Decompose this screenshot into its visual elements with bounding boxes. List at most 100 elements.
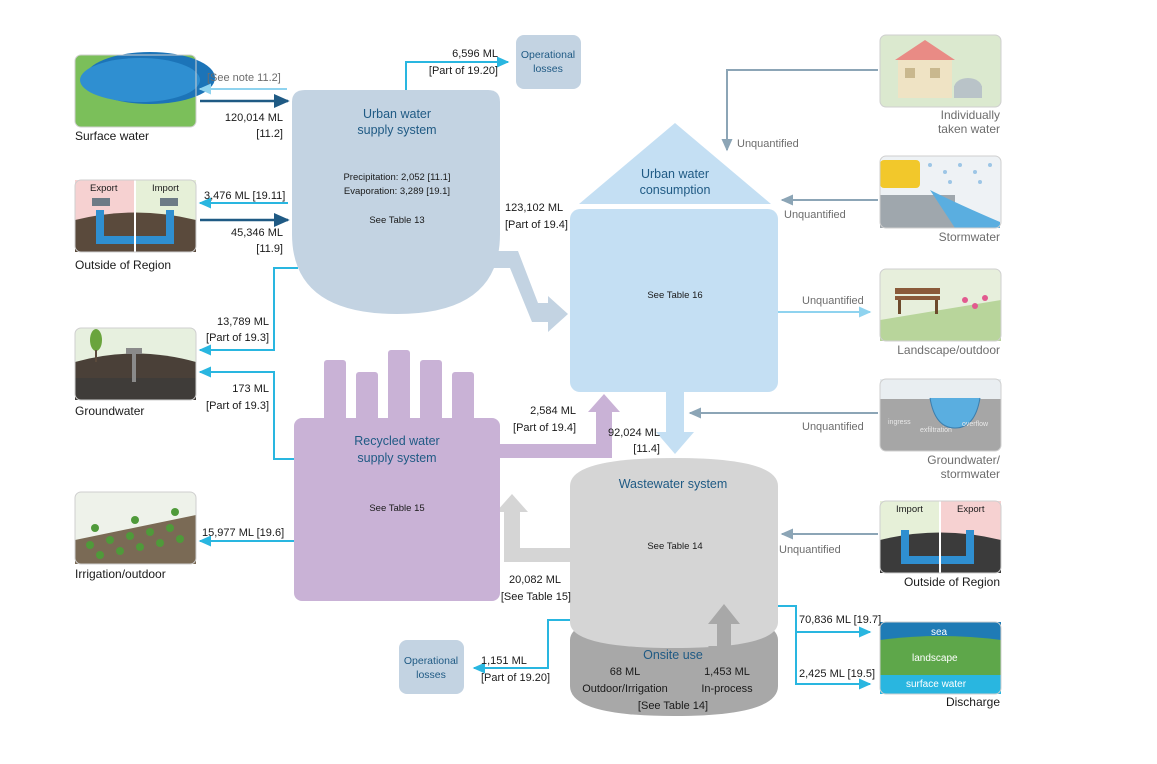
urban-supply-see: See Table 13 bbox=[369, 215, 424, 226]
recycled-to-consumption-arrow bbox=[500, 394, 620, 458]
urban-supply-precip: Precipitation: 2,052 [11.1] bbox=[343, 172, 450, 183]
surface-water-small-label: surface water bbox=[906, 679, 967, 690]
onsite-v2: 1,453 ML bbox=[704, 666, 750, 678]
consumption-to-wastewater-label-2: [11.4] bbox=[633, 443, 660, 455]
outside-region-right-caption: Outside of Region bbox=[904, 575, 1000, 589]
wastewater-to-recycled-label-2: [See Table 15] bbox=[501, 591, 571, 603]
wastewater-see: See Table 14 bbox=[647, 541, 702, 552]
op-losses-top-label-1: 6,596 ML bbox=[452, 48, 498, 60]
landscape-small-label: landscape bbox=[912, 653, 958, 664]
urban-supply-title-2: supply system bbox=[357, 123, 436, 137]
unquantified-label-5: Unquantified bbox=[779, 544, 841, 556]
irrigation-icon bbox=[74, 491, 197, 565]
discharge-sea-label: 70,836 ML [19.7] bbox=[799, 614, 881, 626]
op-losses-top-arrow bbox=[405, 56, 510, 92]
discharge-icon bbox=[879, 621, 1002, 695]
discharge-sea-arrow bbox=[774, 605, 872, 638]
consumption-title-1: Urban water bbox=[641, 167, 709, 181]
groundwater-stormwater-caption-1: Groundwater/ bbox=[927, 453, 1000, 467]
groundwater-caption: Groundwater bbox=[75, 404, 144, 418]
consumption-to-wastewater-arrow bbox=[656, 392, 694, 454]
op-losses-bottom-label-1: 1,151 ML bbox=[481, 655, 527, 667]
sea-label: sea bbox=[931, 627, 948, 638]
supply-to-consumption-label-2: [Part of 19.4] bbox=[505, 219, 568, 231]
wastewater-to-recycled-label-1: 20,082 ML bbox=[509, 574, 561, 586]
groundwater-out-arrow-1 bbox=[198, 267, 298, 356]
groundwater-out-2-label-1: 173 ML bbox=[232, 383, 269, 395]
unquantified-label-2: Unquantified bbox=[784, 209, 846, 221]
recycled-shape bbox=[294, 350, 500, 601]
discharge-caption: Discharge bbox=[946, 695, 1000, 709]
groundwater-stormwater-icon bbox=[879, 378, 1002, 452]
import-in-label-2: [11.9] bbox=[256, 243, 283, 255]
export-label-right: Export bbox=[957, 504, 985, 515]
overflow-label: overflow bbox=[962, 421, 989, 428]
urban-supply-title-1: Urban water bbox=[363, 107, 431, 121]
export-out-label: 3,476 ML [19.11] bbox=[204, 190, 285, 202]
consumption-to-wastewater-label-1: 92,024 ML bbox=[608, 427, 660, 439]
exfiltration-label: exfiltration bbox=[920, 427, 952, 434]
op-losses-top-line1: Operational bbox=[521, 49, 575, 61]
recycled-title-1: Recycled water bbox=[354, 434, 439, 448]
unquantified-label-3: Unquantified bbox=[802, 295, 864, 307]
individually-taken-caption-1: Individually bbox=[941, 108, 1000, 122]
onsite-double-arrow bbox=[708, 604, 740, 666]
op-losses-bottom-arrow bbox=[472, 619, 572, 674]
irrigation-out-label: 15,977 ML [19.6] bbox=[202, 527, 284, 539]
onsite-see: [See Table 14] bbox=[638, 700, 708, 712]
wastewater-title: Wastewater system bbox=[619, 477, 728, 491]
onsite-title: Onsite use bbox=[643, 648, 703, 662]
discharge-surface-label: 2,425 ML [19.5] bbox=[799, 668, 875, 680]
outside-region-right-icon bbox=[879, 500, 1002, 574]
irrigation-caption: Irrigation/outdoor bbox=[75, 567, 166, 581]
recycled-see: See Table 15 bbox=[369, 503, 424, 514]
wastewater-to-recycled-arrow bbox=[496, 494, 572, 562]
supply-to-consumption-label-1: 123,102 ML bbox=[505, 202, 563, 214]
surface-water-caption: Surface water bbox=[75, 129, 149, 143]
individually-taken-arrow bbox=[721, 69, 878, 152]
surface-in-label-2: [11.2] bbox=[256, 128, 283, 140]
op-losses-bottom-line1: Operational bbox=[404, 655, 458, 667]
wastewater-shape bbox=[570, 458, 778, 648]
outside-region-left-icon bbox=[74, 179, 197, 253]
outside-region-left-caption: Outside of Region bbox=[75, 258, 171, 272]
onsite-v2-label: In-process bbox=[701, 683, 753, 695]
unquantified-label-1: Unquantified bbox=[737, 138, 799, 150]
recycled-to-consumption-label-1: 2,584 ML bbox=[530, 405, 576, 417]
stormwater-caption: Stormwater bbox=[939, 230, 1000, 244]
groundwater-out-arrow-2 bbox=[198, 366, 296, 460]
consumption-see: See Table 16 bbox=[647, 290, 702, 301]
op-losses-bottom-label-2: [Part of 19.20] bbox=[481, 672, 550, 684]
unquantified-label-4: Unquantified bbox=[802, 421, 864, 433]
import-in-label-1: 45,346 ML bbox=[231, 227, 283, 239]
landscape-outdoor-caption: Landscape/outdoor bbox=[897, 343, 1000, 357]
op-losses-bottom-line2: losses bbox=[416, 669, 446, 681]
individually-taken-water-icon bbox=[879, 34, 1002, 108]
import-label-right: Import bbox=[896, 504, 923, 515]
stormwater-icon bbox=[879, 155, 1002, 229]
groundwater-stormwater-caption-2: stormwater bbox=[941, 467, 1000, 481]
urban-supply-shape bbox=[292, 90, 500, 314]
discharge-surface-arrow bbox=[795, 632, 872, 690]
groundwater-out-1-label-2: [Part of 19.3] bbox=[206, 332, 269, 344]
groundwater-icon bbox=[74, 327, 197, 401]
individually-taken-caption-2: taken water bbox=[938, 122, 1000, 136]
see-note-label: [See note 11.2] bbox=[207, 72, 281, 84]
op-losses-bottom-box bbox=[399, 640, 464, 694]
surface-in-label-1: 120,014 ML bbox=[225, 112, 283, 124]
export-label-left: Export bbox=[90, 183, 118, 194]
recycled-to-consumption-label-2: [Part of 19.4] bbox=[513, 422, 576, 434]
import-label-left: Import bbox=[152, 183, 179, 194]
landscape-outdoor-icon bbox=[879, 268, 1002, 342]
op-losses-top-line2: losses bbox=[533, 63, 563, 75]
recycled-title-2: supply system bbox=[357, 451, 436, 465]
consumption-title-2: consumption bbox=[640, 183, 711, 197]
groundwater-out-2-label-2: [Part of 19.3] bbox=[206, 400, 269, 412]
op-losses-top-label-2: [Part of 19.20] bbox=[429, 65, 498, 77]
groundwater-out-1-label-1: 13,789 ML bbox=[217, 316, 269, 328]
ingress-label: ingress bbox=[888, 419, 911, 426]
consumption-roof bbox=[579, 123, 771, 204]
urban-supply-evap: Evaporation: 3,289 [19.1] bbox=[344, 186, 450, 197]
onsite-v1: 68 ML bbox=[610, 666, 641, 678]
